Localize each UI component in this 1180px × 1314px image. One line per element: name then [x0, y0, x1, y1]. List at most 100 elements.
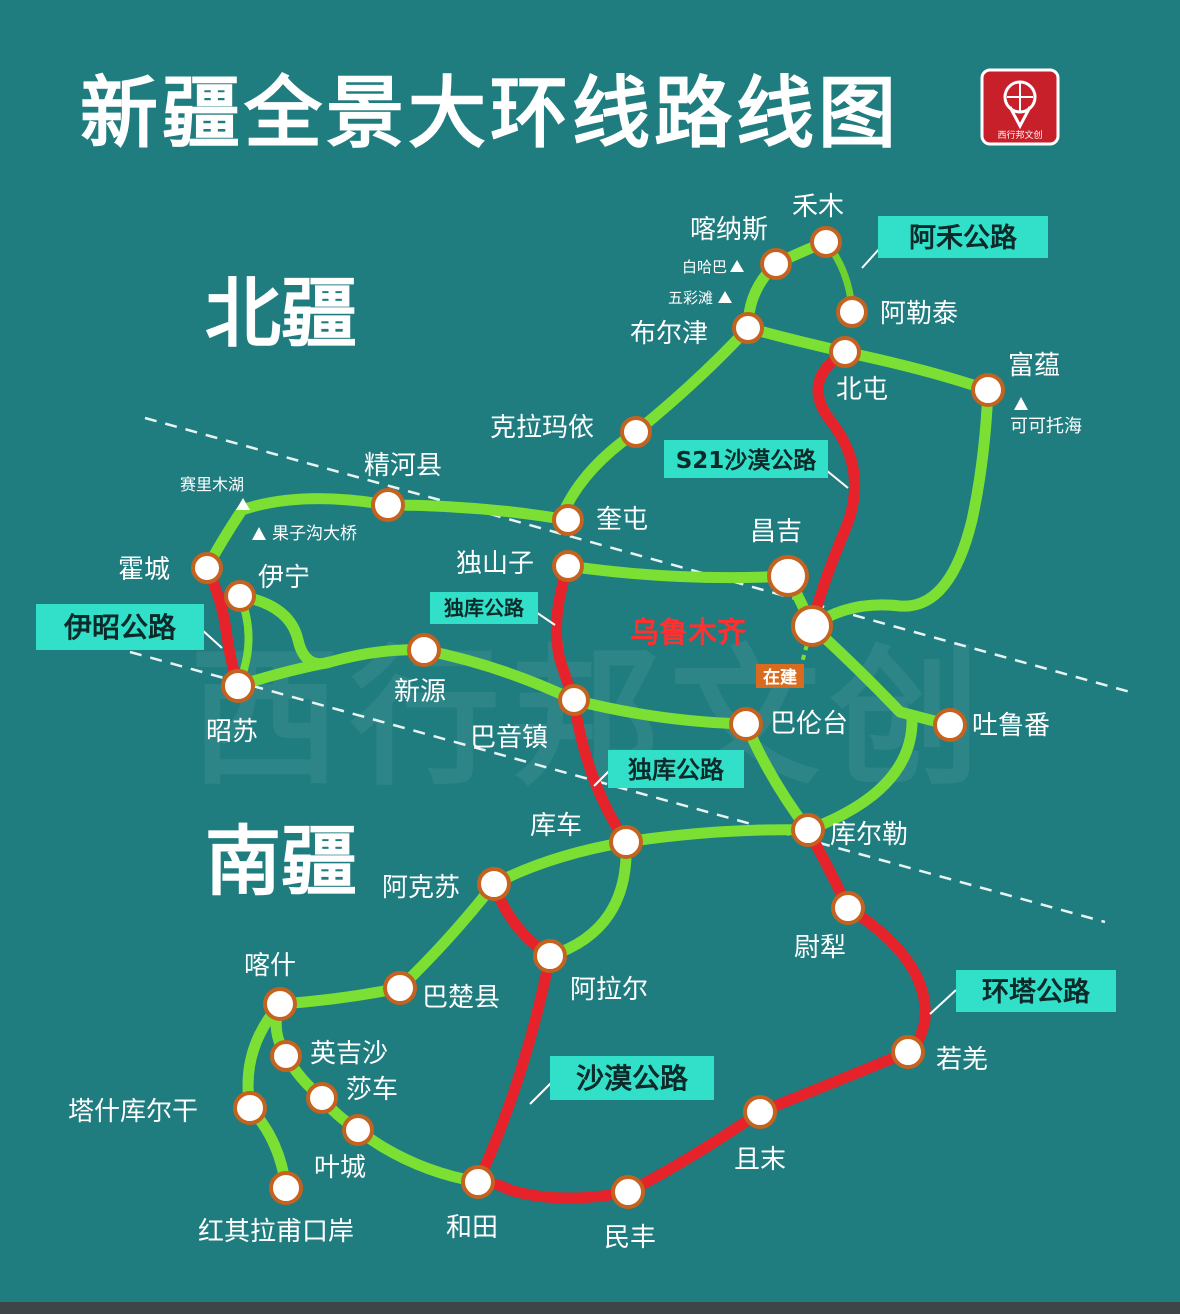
city-label-urumqi: 乌鲁木齐 — [630, 615, 747, 649]
city-node-balguntai — [729, 707, 763, 741]
route-tag-duku1-label: 独库公路 — [444, 596, 525, 620]
city-label-turpan: 吐鲁番 — [972, 711, 1050, 741]
city-node-alar — [533, 939, 567, 973]
scenic-markers: 白哈巴 五彩滩 可可托海 赛里木湖 果子沟大桥 — [180, 258, 1082, 544]
city-node-ruoqiang — [891, 1035, 925, 1069]
city-node-kuitun — [552, 504, 584, 536]
city-label-zhaosu: 昭苏 — [206, 717, 258, 747]
route-yining-loop — [234, 590, 430, 670]
city-label-korla: 库尔勒 — [830, 820, 908, 850]
city-label-qiemo: 且末 — [734, 1145, 786, 1175]
route-ruoqiang-qiemo — [754, 1046, 914, 1118]
route-duku-south — [568, 694, 632, 848]
route-xinyuan-bayin — [418, 644, 580, 706]
route-tag-pointer-huanta — [929, 989, 957, 1015]
route-tag-group: 阿禾公路 S21沙漠公路 伊昭公路 独库公路 独库公路 环塔公路 沙漠公路 — [36, 216, 1116, 1105]
city-label-dushanzi: 独山子 — [456, 549, 534, 579]
city-node-kashgar — [263, 987, 297, 1021]
city-label-changji: 昌吉 — [750, 517, 802, 547]
city-node-khunjerab — [269, 1171, 303, 1205]
route-tag-duku2 — [608, 750, 744, 788]
route-tag-shamo — [550, 1056, 714, 1100]
city-label-minfeng: 民丰 — [604, 1223, 656, 1253]
city-label-shache: 莎车 — [346, 1075, 398, 1105]
city-label-bachu: 巴楚县 — [422, 983, 500, 1013]
city-node-altay — [836, 296, 868, 328]
route-kuqa-korla — [620, 824, 814, 848]
route-tag-pointer-shamo — [529, 1081, 553, 1105]
city-label-altay: 阿勒泰 — [880, 299, 958, 329]
route-desert-highway — [472, 950, 556, 1188]
city-node-yecheng — [342, 1114, 374, 1146]
city-label-yingjisha: 英吉沙 — [310, 1039, 388, 1069]
route-jinghe-huocheng — [201, 493, 394, 574]
mountain-icon — [718, 291, 732, 303]
city-label-huocheng: 霍城 — [118, 555, 170, 585]
city-node-hemu — [810, 226, 842, 258]
city-label-fuyun: 富蕴 — [1008, 351, 1060, 381]
city-label-jinghe: 精河县 — [364, 451, 442, 481]
region-divider-north — [144, 416, 1131, 694]
bottom-strip — [0, 1302, 1180, 1314]
city-label-burqin: 布尔津 — [630, 319, 708, 349]
city-node-shache — [306, 1082, 338, 1114]
city-node-jinghe — [371, 488, 405, 522]
route-kuitun-jinghe — [382, 499, 574, 526]
route-s21-desert — [806, 346, 861, 632]
city-node-huocheng — [191, 552, 223, 584]
route-tag-ahe — [878, 216, 1048, 258]
city-label-karamay: 克拉玛依 — [490, 413, 594, 443]
city-label-xinyuan: 新源 — [394, 677, 446, 707]
city-label-yecheng: 叶城 — [314, 1153, 366, 1183]
route-yizhao — [201, 562, 244, 692]
city-node-urumqi — [791, 605, 833, 647]
route-tag-pointer-ahe — [861, 247, 881, 269]
route-bayin-balguntai — [568, 694, 752, 730]
city-label-beitun: 北屯 — [836, 375, 888, 405]
city-node-kanas — [760, 248, 792, 280]
route-turpan-korla — [802, 710, 918, 836]
map-title: 新疆全景大环线路线图 — [80, 69, 900, 159]
city-nodes — [191, 226, 1005, 1209]
route-tag-s21 — [664, 440, 828, 478]
city-node-karamay — [620, 416, 652, 448]
city-label-kanas: 喀纳斯 — [690, 215, 768, 245]
route-tag-s21-label: S21沙漠公路 — [676, 447, 818, 474]
route-tag-shamo-label: 沙漠公路 — [576, 1062, 689, 1095]
city-node-hotan — [461, 1165, 495, 1199]
route-tag-ahe-label: 阿禾公路 — [909, 222, 1018, 254]
route-tag-yizhao-label: 伊昭公路 — [63, 611, 177, 644]
region-label-south: 南疆 — [205, 817, 357, 906]
brand-logo: 西行邦文创 — [980, 68, 1060, 146]
route-dushanzi-urumqi — [562, 560, 818, 632]
route-tag-huanta — [956, 970, 1116, 1012]
construction-tag-label: 在建 — [763, 667, 797, 688]
city-label-kashgar: 喀什 — [244, 951, 296, 981]
mountain-icon — [236, 498, 250, 510]
scenic-label-guozigou: 果子沟大桥 — [272, 524, 357, 544]
city-node-kuqa — [609, 825, 643, 859]
region-label-north: 北疆 — [205, 269, 357, 358]
scenic-label-sayram: 赛里木湖 — [180, 475, 244, 494]
scenic-label-wucaitan: 五彩滩 — [668, 289, 713, 307]
city-label-balguntay: 巴伦台 — [770, 709, 848, 739]
city-node-yining — [224, 580, 256, 612]
city-label-tashkurgan: 塔什库尔干 — [68, 1097, 198, 1127]
city-label-hemu: 禾木 — [792, 192, 844, 222]
route-under-construction — [798, 625, 814, 671]
city-label-hotan: 和田 — [446, 1213, 498, 1243]
city-node-bachu — [383, 971, 417, 1005]
city-node-korla — [791, 813, 825, 847]
route-tag-pointer-s21 — [825, 469, 849, 489]
city-node-fuyun — [971, 373, 1005, 407]
city-label-alar: 阿拉尔 — [570, 975, 648, 1005]
route-burqin-karamay — [630, 322, 754, 438]
city-label-yuli: 尉犁 — [794, 933, 846, 963]
city-label-khunjerab: 红其拉甫口岸 — [198, 1217, 354, 1247]
route-tag-huanta-label: 环塔公路 — [982, 976, 1091, 1008]
city-node-burqin — [732, 312, 764, 344]
city-node-changji — [767, 555, 809, 597]
city-node-yuli — [831, 891, 865, 925]
city-label-bayinbuluke: 巴音镇 — [470, 723, 548, 753]
city-node-tashkurgan — [233, 1091, 267, 1125]
